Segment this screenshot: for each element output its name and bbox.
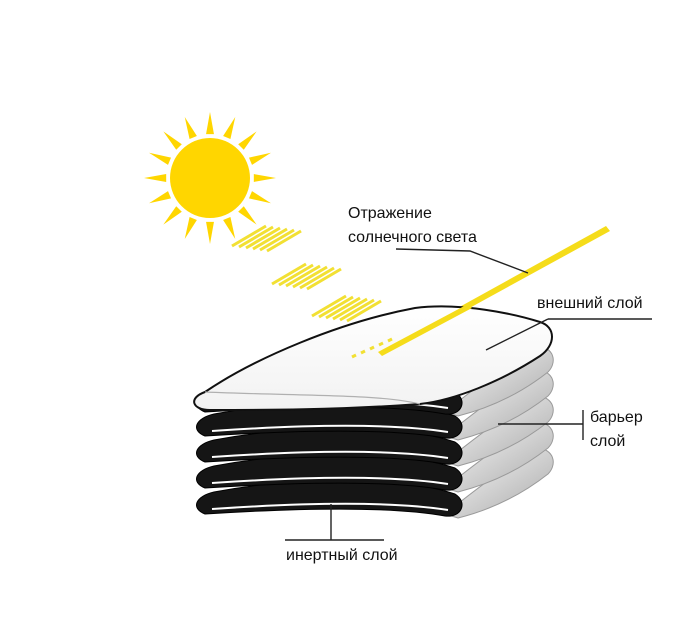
incoming-light-dots [351,337,393,359]
leader-reflection [395,248,529,274]
inert-layer [196,479,463,517]
leader-lines [285,248,652,541]
sunlight-dash [311,294,347,318]
label-inert-layer: инертный слой [286,547,398,564]
sun-ray [206,221,214,244]
sun-ray [238,131,257,150]
inert-layer-edge [211,476,449,485]
sunlight-dash [325,296,361,320]
leader-outer-layer-link [485,318,549,351]
sunlight-dash [332,297,368,321]
label-barrier-line1: барьер [590,409,643,426]
inert-layer [196,453,463,491]
outer-layer [193,305,553,412]
sun-ray [238,206,257,225]
sun-ray [149,191,172,204]
sunlight-dot [351,353,357,359]
label-reflection-line2: солнечного света [348,229,477,246]
label-outer-layer: внешний слой [537,295,643,312]
inert-layer-edge [211,424,449,433]
sunlight-dash [231,224,267,248]
sunlight-dash [346,299,382,323]
sunlight-dot [387,337,393,343]
sunlight-dash [299,266,335,290]
sun-icon [144,112,276,244]
sun-rays [144,112,276,244]
sunlight-dash [306,267,342,291]
inert-layer [196,401,463,439]
inert-layer [196,427,463,465]
sun-ray [223,117,236,140]
sunlight-dash [292,265,328,289]
sunlight-dot [360,349,366,355]
inert-layer-edge [211,450,449,459]
sunlight-dash [318,295,354,319]
sunlight-dot [369,345,375,351]
sunlight-dash [252,227,288,251]
sun-ray [163,131,182,150]
sunlight-dash [271,262,307,286]
sun-ray [248,191,271,204]
sun-disc [170,138,250,218]
reflected-light-beam-lower [378,304,472,356]
label-reflection-line1: Отражение [348,205,432,222]
sunlight-dash [259,228,295,252]
sun-ray [223,216,236,239]
sunlight-dash [285,264,321,288]
sunlight-dash [245,226,281,250]
incoming-sunlight [231,224,382,323]
sunlight-dash [339,298,375,322]
sun-ray [144,174,167,182]
sun-ray [253,174,276,182]
sun-ray [184,117,197,140]
sun-ray [149,152,172,165]
sun-ray [163,206,182,225]
sun-ray [248,152,271,165]
sunlight-dash [238,225,274,249]
sunlight-dot [378,341,384,347]
sunlight-dash [266,229,302,253]
sunlight-dash [278,263,314,287]
sun-ray [206,112,214,135]
inert-layer-edge [211,502,449,511]
label-barrier-line2: слой [590,433,626,450]
sun-ray [184,216,197,239]
